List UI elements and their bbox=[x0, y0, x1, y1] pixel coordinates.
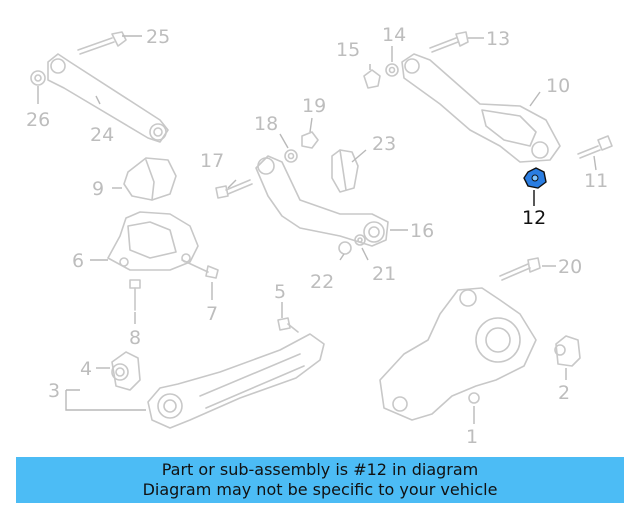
callout-14: 14 bbox=[382, 24, 406, 46]
part-14-washer bbox=[385, 63, 399, 77]
callout-5: 5 bbox=[274, 281, 286, 303]
part-24-link bbox=[47, 53, 169, 143]
part-13-bolt bbox=[429, 31, 469, 53]
callout-25: 25 bbox=[146, 26, 170, 48]
callout-21: 21 bbox=[372, 263, 396, 285]
part-21-washer bbox=[354, 234, 366, 246]
part-20-bolt bbox=[499, 257, 541, 281]
callout-12: 12 bbox=[522, 207, 546, 229]
callout-9: 9 bbox=[92, 178, 104, 200]
banner-line-disclaimer: Diagram may not be specific to your vehi… bbox=[142, 480, 498, 499]
part-7-bolt bbox=[181, 259, 219, 279]
part-17-bolt bbox=[215, 179, 253, 199]
part-1-knuckle bbox=[379, 287, 537, 421]
leader-lines bbox=[37, 35, 597, 424]
part-22-nut bbox=[338, 241, 352, 255]
banner-line-part-number: Part or sub-assembly is #12 in diagram bbox=[161, 460, 479, 479]
part-2-bushing bbox=[554, 335, 581, 367]
callout-19: 19 bbox=[302, 95, 326, 117]
callout-16: 16 bbox=[410, 220, 434, 242]
part-18-washer bbox=[284, 149, 298, 163]
part-15-nut bbox=[363, 69, 381, 89]
callout-20: 20 bbox=[558, 256, 582, 278]
part-19-nut bbox=[301, 131, 319, 149]
callout-15: 15 bbox=[336, 39, 360, 61]
part-12-nut-highlighted bbox=[523, 167, 547, 189]
callout-26: 26 bbox=[26, 109, 50, 131]
callout-4: 4 bbox=[80, 358, 92, 380]
part-25-bolt bbox=[77, 31, 127, 55]
part-3-trailing-arm bbox=[147, 333, 325, 429]
callout-1: 1 bbox=[466, 426, 478, 448]
callout-11: 11 bbox=[584, 170, 608, 192]
part-10-control-arm bbox=[401, 53, 561, 163]
part-11-bolt bbox=[577, 135, 613, 159]
callout-23: 23 bbox=[372, 133, 396, 155]
callout-7: 7 bbox=[206, 303, 218, 325]
part-4-bushing bbox=[111, 351, 141, 391]
part-9-cover bbox=[123, 157, 177, 201]
part-16-arm bbox=[255, 155, 389, 247]
callout-24: 24 bbox=[90, 124, 114, 146]
callout-10: 10 bbox=[546, 75, 570, 97]
part-info-banner: Part or sub-assembly is #12 in diagram D… bbox=[16, 457, 624, 503]
callout-labels: 1 2 3 4 5 6 7 8 9 10 11 12 13 14 15 16 1… bbox=[26, 24, 608, 448]
callout-13: 13 bbox=[486, 28, 510, 50]
part-8-bolt bbox=[129, 279, 141, 311]
part-5-bolt bbox=[277, 317, 299, 333]
callout-6: 6 bbox=[72, 250, 84, 272]
callout-8: 8 bbox=[129, 327, 141, 349]
part-26-nut bbox=[30, 70, 46, 86]
callout-22: 22 bbox=[310, 271, 334, 293]
callout-17: 17 bbox=[200, 150, 224, 172]
callout-3: 3 bbox=[48, 380, 60, 402]
part-6-bracket bbox=[107, 211, 199, 271]
callout-18: 18 bbox=[254, 113, 278, 135]
callout-2: 2 bbox=[558, 382, 570, 404]
part-23-bracket bbox=[331, 149, 359, 193]
